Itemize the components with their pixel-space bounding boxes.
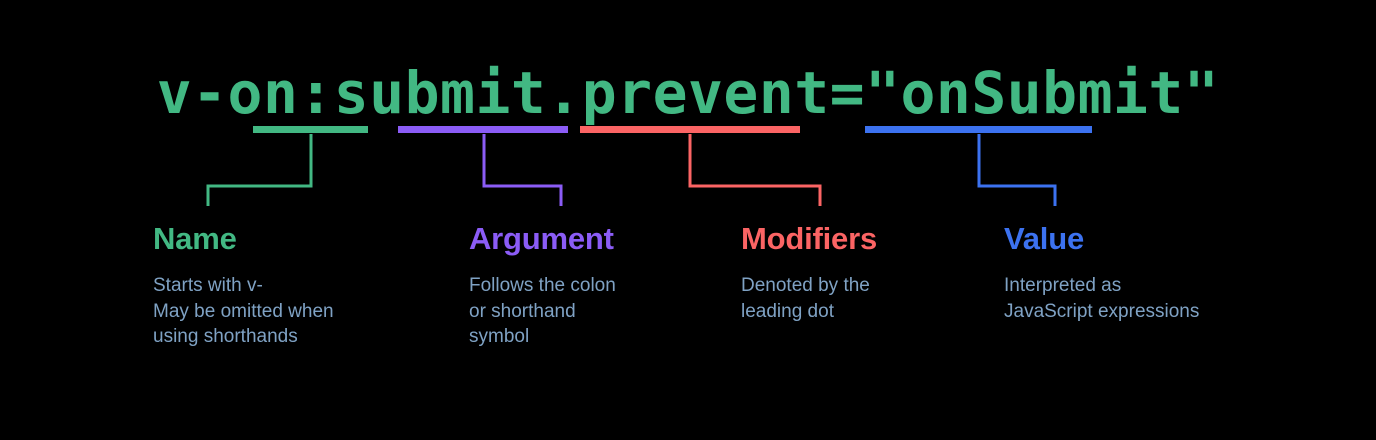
underline-bar-argument [398,126,568,133]
connector-path-name [206,134,313,206]
legend-column-argument: Argument Follows the colon or shorthand … [469,220,719,350]
connector-group-name [206,126,368,206]
legend-title-argument: Argument [469,221,614,256]
legend-title-name: Name [153,221,237,256]
legend-title-modifiers: Modifiers [741,221,877,256]
connector-path-value [977,134,1057,206]
underline-bar-name [253,126,368,133]
legend-description-modifiers: Denoted by the leading dot [741,275,870,322]
connector-path-argument [482,134,563,206]
legend-description-name: Starts with v- May be omitted when using… [153,275,334,347]
connector-path-modifiers [688,134,822,206]
legend-column-name: Name Starts with v- May be omitted when … [153,220,453,350]
connector-group-modifiers [580,126,822,206]
code-expression: v-on:submit.prevent="onSubmit" [156,59,1220,127]
legend-title-value: Value [1004,221,1084,256]
legend-description-value: Interpreted as JavaScript expressions [1004,275,1200,322]
underline-bar-value [865,126,1092,133]
legend-column-modifiers: Modifiers Denoted by the leading dot [741,220,981,324]
legend-description-argument: Follows the colon or shorthand symbol [469,275,616,347]
underline-bar-modifiers [580,126,800,133]
connector-group-argument [398,126,568,206]
connector-group-value [865,126,1092,206]
legend-column-value: Value Interpreted as JavaScript expressi… [1004,220,1324,324]
